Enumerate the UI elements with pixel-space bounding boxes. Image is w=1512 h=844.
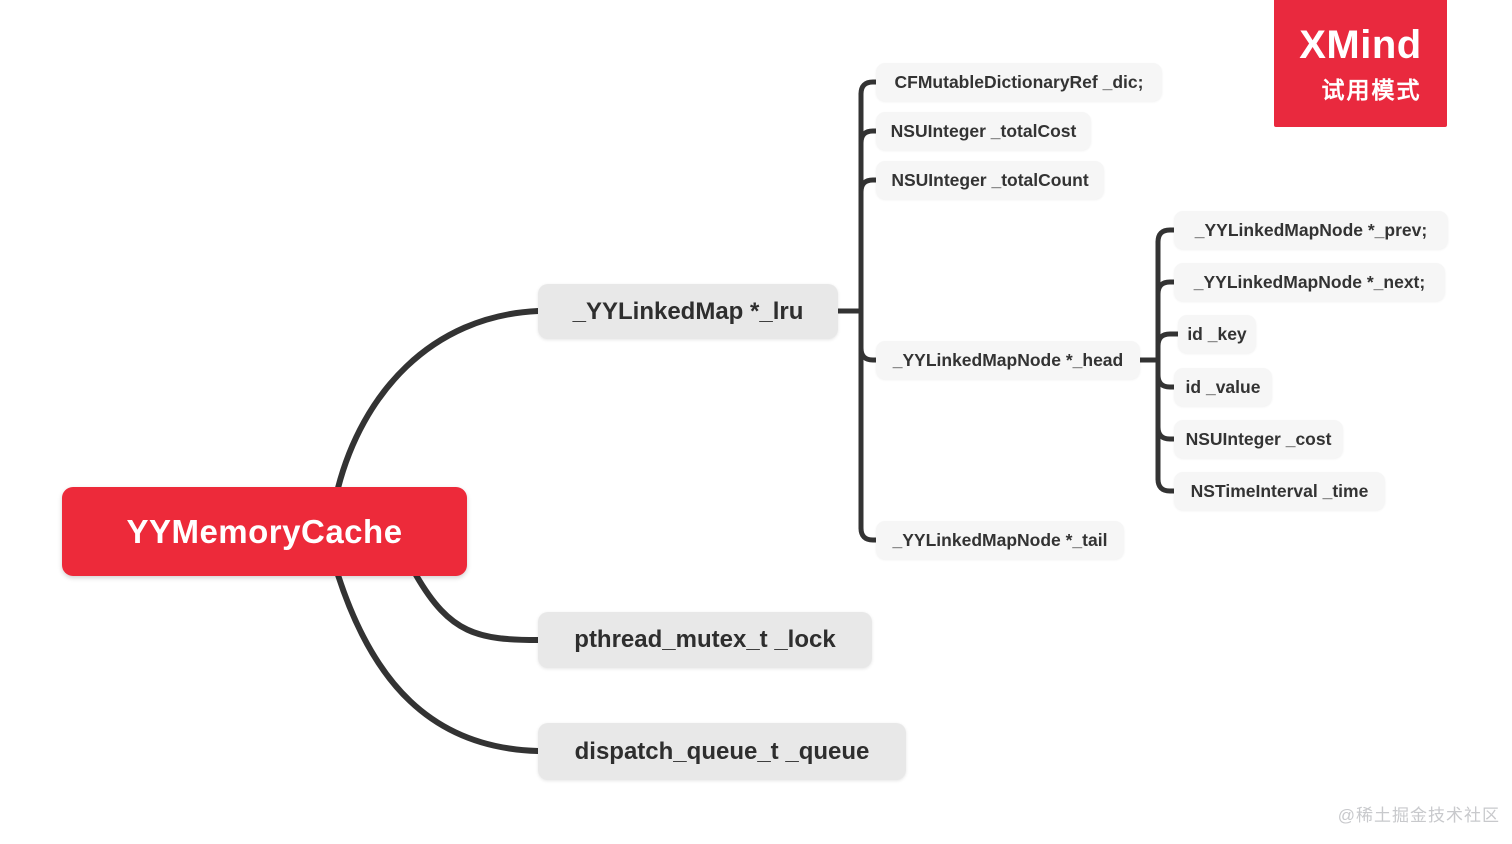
node-head[interactable]: _YYLinkedMapNode *_head <box>876 341 1140 379</box>
node-dic[interactable]: CFMutableDictionaryRef _dic; <box>876 63 1162 101</box>
node-queue[interactable]: dispatch_queue_t _queue <box>538 723 906 780</box>
connector-lru-totalcount <box>858 177 879 195</box>
node-lock[interactable]: pthread_mutex_t _lock <box>538 612 872 668</box>
connector-head-value <box>1155 372 1177 390</box>
node-prev[interactable]: _YYLinkedMapNode *_prev; <box>1174 211 1448 249</box>
connector-lru-totalcost <box>858 128 879 146</box>
node-value[interactable]: id _value <box>1174 368 1272 406</box>
connector-head-prev <box>1155 227 1177 245</box>
node-totalcost[interactable]: NSUInteger _totalCost <box>876 112 1091 150</box>
node-next[interactable]: _YYLinkedMapNode *_next; <box>1174 263 1445 301</box>
node-yymemorycache[interactable]: YYMemoryCache <box>62 487 467 576</box>
node-totalcount[interactable]: NSUInteger _totalCount <box>876 161 1104 199</box>
connector-root-lock <box>413 572 541 643</box>
connector-lru-head <box>858 345 879 363</box>
node-tail[interactable]: _YYLinkedMapNode *_tail <box>876 521 1124 559</box>
connector-root-queue <box>335 572 541 754</box>
connector-lru-tail <box>858 525 879 543</box>
xmind-logo: XMind <box>1299 22 1422 67</box>
trial-mode-label: 试用模式 <box>1321 76 1422 103</box>
connector-head-next <box>1155 279 1177 297</box>
connector-head-cost <box>1155 424 1177 442</box>
node-cost[interactable]: NSUInteger _cost <box>1174 420 1343 458</box>
juejin-watermark: @稀土掘金技术社区 <box>1337 806 1500 825</box>
connector-lru-dic <box>858 79 879 97</box>
node-time[interactable]: NSTimeInterval _time <box>1174 472 1385 510</box>
connector-head-key <box>1155 331 1181 349</box>
node-lru[interactable]: _YYLinkedMap *_lru <box>538 284 838 339</box>
connector-root-lru <box>335 308 541 491</box>
node-key[interactable]: id _key <box>1178 315 1256 353</box>
connector-head-time <box>1155 476 1177 494</box>
xmind-trial-badge: XMind 试用模式 <box>1274 0 1447 127</box>
